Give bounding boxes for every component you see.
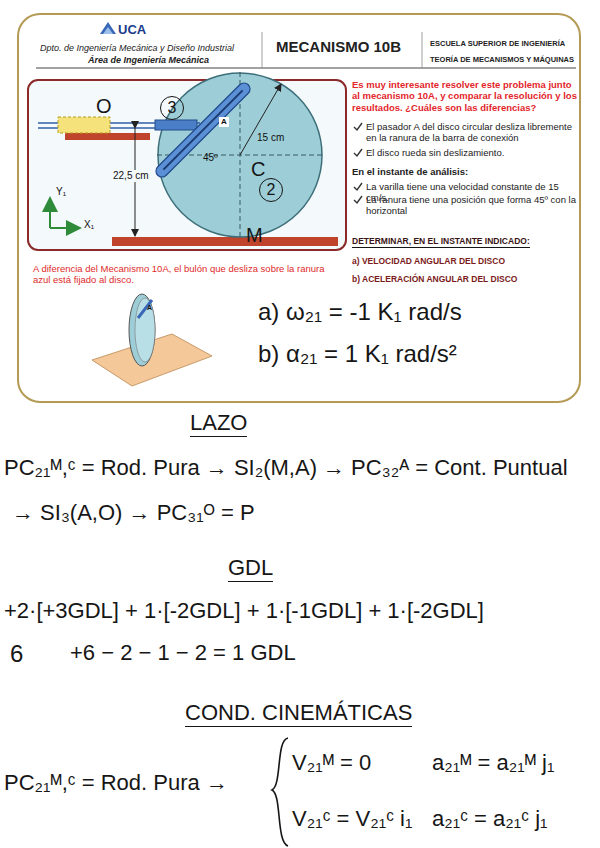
callout-text: 2 [267, 182, 276, 198]
task-heading: DETERMINAR, EN EL INSTANTE INDICADO: [352, 236, 530, 248]
dimension-line [135, 128, 136, 236]
course-name: TEORÍA DE MECANISMOS Y MÁQUINAS [430, 55, 574, 64]
dimension-label: 15 cm [257, 132, 284, 144]
dimension-label: 22,5 cm [111, 170, 151, 182]
slotted-bar [154, 81, 253, 180]
answer-text: b) α₂₁ = 1 K₁ rad/s² [258, 340, 457, 368]
section-heading: En el instante de análisis: [352, 166, 578, 177]
pin-label: A [219, 117, 229, 127]
dof-equation: 6 [10, 640, 23, 668]
card-frame [18, 14, 580, 402]
school-name: ESCUELA SUPERIOR DE INGENIERÍA [430, 39, 565, 48]
slider-block [58, 117, 110, 133]
task-item: a) VELOCIDAD ANGULAR DEL DISCO [352, 256, 505, 266]
callout-number: 3 [160, 96, 184, 120]
condition-text: a₂₁ᴹ = a₂₁ᴹ j₁ [432, 750, 554, 775]
axis-label: X₁ [84, 219, 94, 231]
bullet-text: El disco rueda sin deslizamiento. [366, 147, 578, 158]
ground-bar [112, 237, 338, 246]
dof-equation: +2·[+3GDL] + 1·[-2GDL] + 1·[-1GDL] + 1·[… [4, 598, 484, 623]
section-heading: GDL [228, 555, 273, 582]
bullet-text: La ranura tiene una posición que forma 4… [366, 194, 578, 217]
loop-term: → SI₃(A,O) → PC₃₁ᴼ = P [12, 500, 255, 525]
dof-equation: +6 − 2 − 1 − 2 = 1 GDL [70, 640, 296, 665]
callout-text: 3 [168, 100, 177, 116]
loop-term: PC₂₁ᴹ,ᶜ = Rod. Pura [4, 455, 200, 480]
bullet-text: El pasador A del disco circular desliza … [366, 121, 578, 144]
note-text: A diferencia del Mecanismo 10A, el bulón… [33, 263, 333, 286]
loop-term: PC₃₂ᴬ = Cont. Puntual [351, 455, 567, 480]
condition-text: V₂₁ᴹ = 0 [292, 750, 371, 775]
answer-text: a) ω₂₁ = -1 K₁ rad/s [258, 298, 462, 326]
axis-y [49, 198, 51, 228]
disc-sketch [92, 294, 212, 386]
rod-end [155, 120, 197, 130]
section-heading: LAZO [190, 410, 247, 437]
area-name: Área de Ingeniería Mecánica [88, 55, 209, 66]
department-name: Dpto. de Ingeniería Mecánica y Diseño In… [40, 43, 234, 54]
point-label: C [251, 158, 265, 181]
note-text: Es muy interesante resolver este problem… [352, 79, 578, 113]
axis-label: Y₁ [56, 186, 66, 198]
axis-x [50, 227, 80, 229]
loop-term: → SI₂(M,A) → [206, 455, 345, 480]
point-label: M [246, 224, 263, 247]
check-marks [354, 123, 362, 203]
logo-text: UCA [118, 22, 146, 38]
sheet-title: MECANISMO 10B [276, 38, 401, 56]
guide-bar [65, 133, 150, 140]
condition-text: a₂₁ᶜ = a₂₁ᶜ j₁ [432, 806, 547, 831]
section-heading: COND. CINEMÁTICAS [185, 700, 412, 727]
brace [272, 738, 288, 846]
point-label: O [96, 95, 112, 118]
condition-text: PC₂₁ᴹ,ᶜ = Rod. Pura → [4, 770, 228, 795]
task-item: b) ACELERACIÓN ANGULAR DEL DISCO [352, 274, 517, 284]
angle-label: 45º [203, 152, 218, 164]
callout-number: 2 [259, 178, 283, 202]
condition-text: V₂₁ᶜ = V₂₁ᶜ i₁ [292, 806, 412, 831]
header-separator [262, 32, 263, 68]
pin-label: A [147, 304, 152, 312]
header-rule [36, 68, 576, 69]
logo-icon [100, 22, 116, 34]
header-separator [422, 32, 423, 68]
